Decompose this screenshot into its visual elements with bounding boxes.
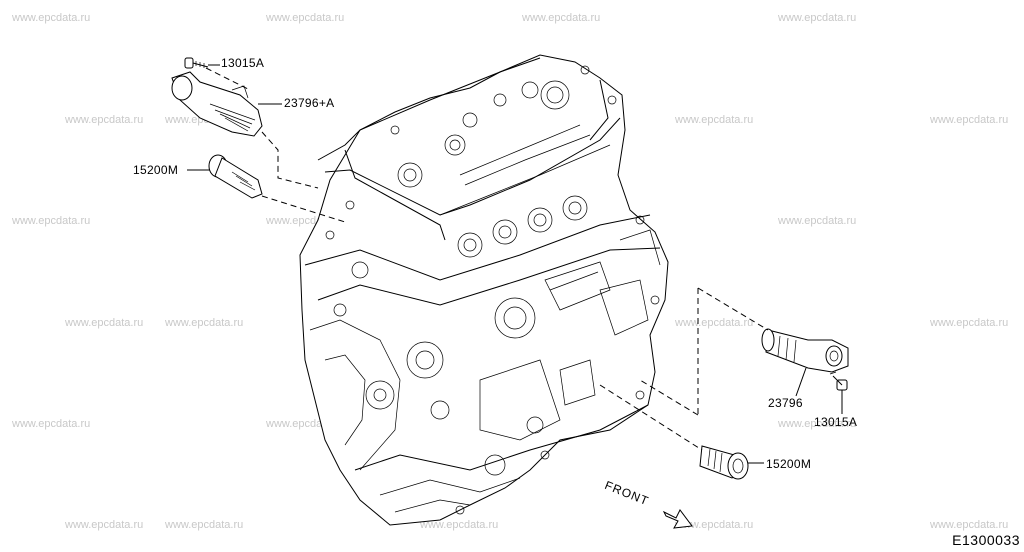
bolt-13015A-top [184, 57, 209, 69]
watermark-text: www.epcdata.ru [930, 317, 1009, 329]
engine-block [299, 54, 669, 526]
watermark-text: www.epcdata.ru [65, 317, 144, 329]
watermark-text: www.epcdata.ru [675, 519, 754, 531]
watermark-text: www.epcdata.ru [266, 12, 345, 24]
watermark-text: www.epcdata.ru [675, 317, 754, 329]
dash-solenoid-top [261, 131, 319, 189]
watermark-text: www.epcdata.ru [930, 114, 1009, 126]
label-bolt-13015A-top: 13015A [221, 56, 265, 70]
watermark-text: www.epcdata.ru [65, 114, 144, 126]
solenoid-23796-A [171, 71, 263, 137]
label-solenoid-23796-right: 23796 [768, 396, 803, 410]
label-filter-15200M-left: 15200M [133, 163, 179, 177]
dash-filter-bottom [599, 384, 703, 451]
watermark-text: www.epcdata.ru [12, 418, 91, 430]
watermark-text: www.epcdata.ru [65, 519, 144, 531]
diagram-code: E1300033 [952, 532, 1020, 548]
dash-bolt-top [205, 67, 251, 91]
filter-15200M-left [208, 154, 263, 199]
solenoid-23796-right [761, 328, 849, 373]
watermark-text: www.epcdata.ru [930, 519, 1009, 531]
bolt-13015A-right [829, 371, 848, 391]
watermark-text: www.epcdata.ru [778, 418, 857, 430]
watermark-text: www.epcdata.ru [12, 215, 91, 227]
label-filter-15200M-bottom: 15200M [766, 457, 812, 471]
label-solenoid-23796-A: 23796+A [284, 96, 335, 110]
dash-solenoid-right-c [639, 379, 699, 416]
watermark-text: www.epcdata.ru [165, 519, 244, 531]
dash-solenoid-right-a [697, 287, 769, 331]
label-bolt-13015A-right: 13015A [814, 415, 858, 429]
watermark-text: www.epcdata.ru [778, 215, 857, 227]
front-arrow-icon [662, 509, 693, 529]
watermark-text: www.epcdata.ru [522, 12, 601, 24]
watermark-text: www.epcdata.ru [778, 12, 857, 24]
leader-solenoid-right [795, 367, 807, 397]
watermark-text: www.epcdata.ru [420, 519, 499, 531]
watermark-text: www.epcdata.ru [165, 317, 244, 329]
filter-15200M-bottom [699, 445, 749, 480]
watermark-text: www.epcdata.ru [12, 12, 91, 24]
dash-filter-left [261, 195, 346, 223]
watermark-text: www.epcdata.ru [675, 114, 754, 126]
